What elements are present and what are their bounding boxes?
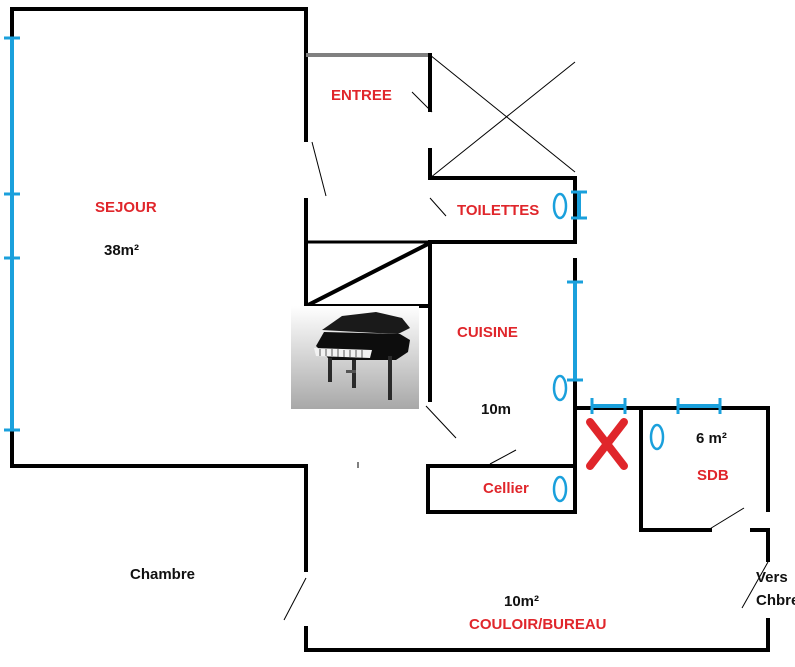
room-labels: SEJOUR 38m² ENTREE TOILETTES CUISINE 10m… [95, 87, 795, 633]
room-area-couloir: 10m² [504, 593, 539, 610]
window-oval-marker [552, 374, 568, 402]
window-oval-marker [649, 423, 665, 451]
room-label-couloir: COULOIR/BUREAU [469, 616, 607, 633]
grand-piano-image [291, 306, 419, 409]
room-area-sdb: 6 m² [696, 430, 727, 447]
window-oval-marker [552, 192, 568, 220]
door-swings [283, 54, 769, 621]
room-label-chambre: Chambre [130, 566, 195, 583]
room-area-sejour: 38m² [104, 242, 139, 259]
windows [4, 36, 722, 432]
window-oval-marker [552, 475, 568, 503]
room-label-cuisine: CUISINE [457, 324, 518, 341]
label-chbre: Chbre [756, 592, 795, 609]
room-area-cuisine: 10m [481, 401, 511, 418]
room-label-entree: ENTREE [331, 87, 392, 104]
remove-cross-mark [586, 418, 628, 470]
room-label-sdb: SDB [697, 467, 729, 484]
window-oval-markers [552, 192, 665, 503]
label-vers: Vers [756, 569, 788, 586]
room-label-sejour: SEJOUR [95, 199, 157, 216]
room-label-cellier: Cellier [483, 480, 529, 497]
room-label-toilettes: TOILETTES [457, 202, 539, 219]
